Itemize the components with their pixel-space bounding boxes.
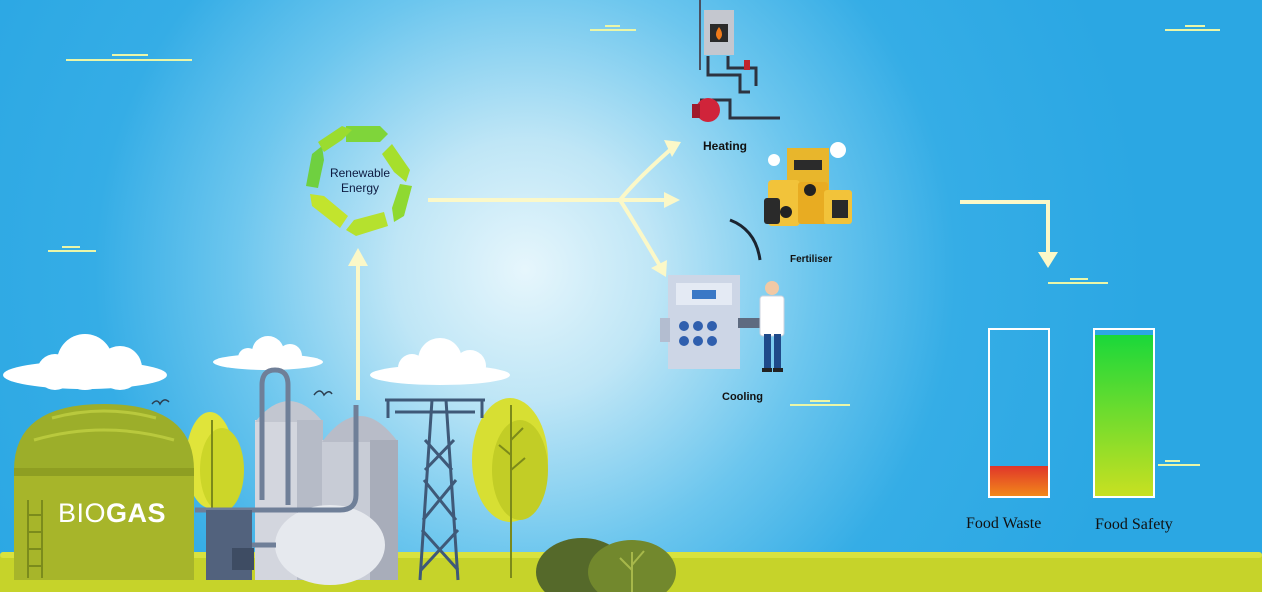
tree-icon	[536, 538, 676, 592]
tree-icon	[472, 398, 548, 578]
cloud-icon	[3, 334, 167, 390]
fertiliser-label: Fertiliser	[790, 254, 833, 265]
biogas-label-light: BIO	[58, 498, 107, 528]
dome	[275, 505, 385, 585]
label-line-2: Energy	[340, 181, 380, 195]
cooling-machine-icon	[660, 275, 778, 369]
food-waste-level	[990, 466, 1048, 496]
tree-icon	[186, 412, 244, 555]
cloud-icon	[370, 338, 510, 385]
result-arrow	[960, 200, 1058, 268]
boiler-icon	[692, 0, 780, 122]
cooling-label: Cooling	[722, 391, 763, 403]
plant-to-energy-arrow	[348, 248, 368, 400]
sky-dashes	[48, 25, 1220, 466]
biogas-label-bold: GAS	[106, 498, 167, 528]
biogas-label: BIOGAS	[58, 498, 166, 529]
branch-arrow	[428, 148, 672, 268]
biogas-tank	[14, 404, 194, 580]
food-waste-meter	[988, 328, 1050, 498]
fertiliser-icon	[729, 142, 852, 261]
food-safety-label: Food Safety	[1095, 516, 1173, 533]
food-safety-level	[1095, 334, 1153, 496]
renewable-energy-label: Renewable Energy	[318, 166, 402, 196]
scientist-icon	[759, 281, 785, 372]
heating-label: Heating	[703, 139, 748, 153]
label-line-1: Renewable	[329, 166, 391, 180]
bird-icon	[151, 399, 170, 406]
power-pylon-icon	[385, 398, 485, 581]
cycle-arrows-icon	[306, 126, 412, 236]
cloud-icon	[213, 336, 323, 370]
food-waste-label: Food Waste	[966, 515, 1042, 532]
food-safety-meter	[1093, 328, 1155, 498]
bird-icon	[313, 390, 333, 397]
